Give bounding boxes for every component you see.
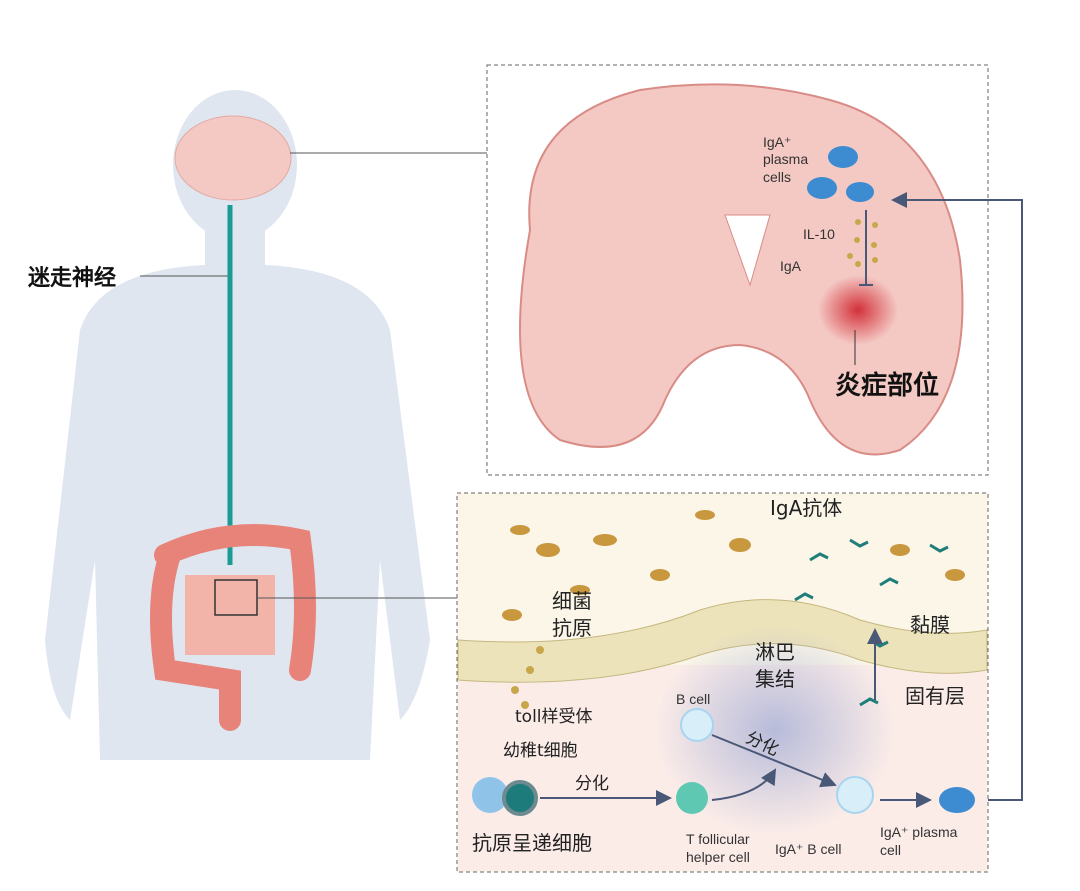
iga-plasma-cell-label-2: cell	[880, 842, 902, 858]
toll-like-receptor-label: toll样受体	[515, 707, 593, 727]
cells	[472, 708, 975, 816]
differentiate-label-1: 分化	[575, 774, 609, 794]
antigen-presenting-cell	[472, 777, 508, 813]
brain-iga-label: IgA	[780, 258, 802, 274]
brain-small	[174, 115, 292, 201]
bacteria	[502, 510, 965, 621]
tfh-label-2: helper cell	[686, 849, 750, 865]
naive-t-cell	[502, 780, 538, 816]
brain-section	[519, 83, 964, 456]
b-cell	[680, 708, 714, 742]
mucosa-label: 黏膜	[910, 613, 950, 637]
tfh-cell	[676, 782, 708, 814]
antigen-label: 抗原	[552, 616, 592, 640]
return-arrow	[891, 192, 1023, 801]
apc-label: 抗原呈递细胞	[472, 831, 592, 855]
b-cell-label: B cell	[676, 691, 711, 707]
lamina-propria-label: 固有层	[905, 684, 965, 708]
colon	[150, 524, 316, 731]
brain-plasma-cells-label-3: cells	[763, 169, 792, 185]
iga-plasma-cell-label-1: IgA⁺ plasma	[880, 824, 958, 840]
plasma-cells-brain	[807, 146, 874, 202]
tfh-label-1: T follicular	[686, 831, 750, 847]
peyers-patch-label-1: 淋巴	[755, 640, 795, 664]
brain-plasma-cells-label-2: plasma	[763, 151, 809, 167]
naive-t-cell-label: 幼稚t细胞	[503, 741, 578, 761]
iga-antibody-label: IgA抗体	[770, 496, 843, 520]
vagus-nerve-label: 迷走神经	[28, 266, 117, 291]
brain-plasma-cells-label-1: IgA⁺	[763, 134, 792, 150]
iga-plasma-cell	[939, 787, 975, 813]
peyers-patch-label-2: 集结	[755, 667, 795, 691]
bacteria-label: 细菌	[552, 589, 592, 613]
inflammation-site	[818, 275, 898, 345]
inflammation-site-label: 炎症部位	[835, 371, 940, 401]
iga-b-cell	[836, 776, 874, 814]
iga-b-cell-label: IgA⁺ B cell	[775, 841, 842, 857]
il10-label: IL-10	[803, 226, 835, 242]
